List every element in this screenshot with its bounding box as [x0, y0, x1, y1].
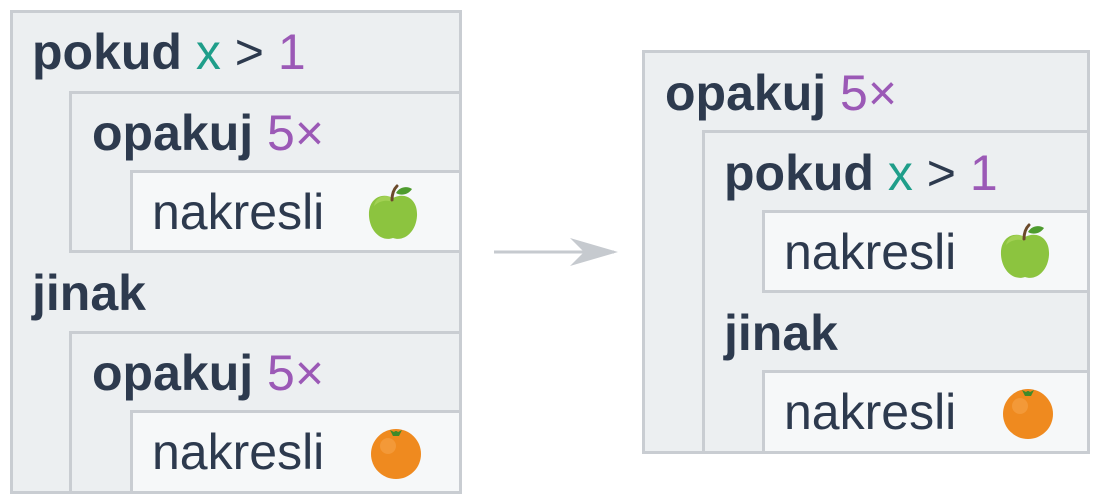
orange-icon — [371, 429, 421, 479]
apple-icon — [368, 184, 418, 239]
if-number: 1 — [277, 24, 306, 80]
repeat-count: 5× — [840, 65, 898, 121]
left-repeat-line-1: opakuj 5× — [92, 108, 324, 158]
right-draw-line-2: nakresli — [784, 387, 956, 437]
draw-keyword: nakresli — [152, 424, 325, 480]
right-draw-line-1: nakresli — [784, 227, 956, 277]
if-keyword: pokud — [724, 145, 874, 201]
repeat-count: 5× — [267, 105, 325, 161]
orange-icon — [1003, 389, 1053, 439]
if-number: 1 — [969, 145, 998, 201]
transform-arrow-icon — [494, 238, 618, 266]
else-keyword: jinak — [724, 305, 838, 361]
left-if-line: pokud x > 1 — [32, 27, 306, 77]
draw-keyword: nakresli — [784, 384, 957, 440]
repeat-count: 5× — [267, 345, 325, 401]
left-else-line: jinak — [32, 268, 146, 318]
repeat-keyword: opakuj — [92, 105, 254, 161]
right-if-line: pokud x > 1 — [724, 148, 998, 198]
if-operator: > — [234, 24, 264, 80]
repeat-keyword: opakuj — [665, 65, 827, 121]
if-operator: > — [926, 145, 956, 201]
draw-keyword: nakresli — [152, 184, 325, 240]
right-else-line: jinak — [724, 308, 838, 358]
right-repeat-line: opakuj 5× — [665, 68, 897, 118]
if-variable: x — [195, 24, 221, 80]
apple-icon — [1000, 223, 1050, 278]
left-draw-line-1: nakresli — [152, 187, 324, 237]
if-variable: x — [887, 145, 913, 201]
else-keyword: jinak — [32, 265, 146, 321]
draw-keyword: nakresli — [784, 224, 957, 280]
left-draw-line-2: nakresli — [152, 427, 324, 477]
repeat-keyword: opakuj — [92, 345, 254, 401]
if-keyword: pokud — [32, 24, 182, 80]
left-repeat-line-2: opakuj 5× — [92, 348, 324, 398]
